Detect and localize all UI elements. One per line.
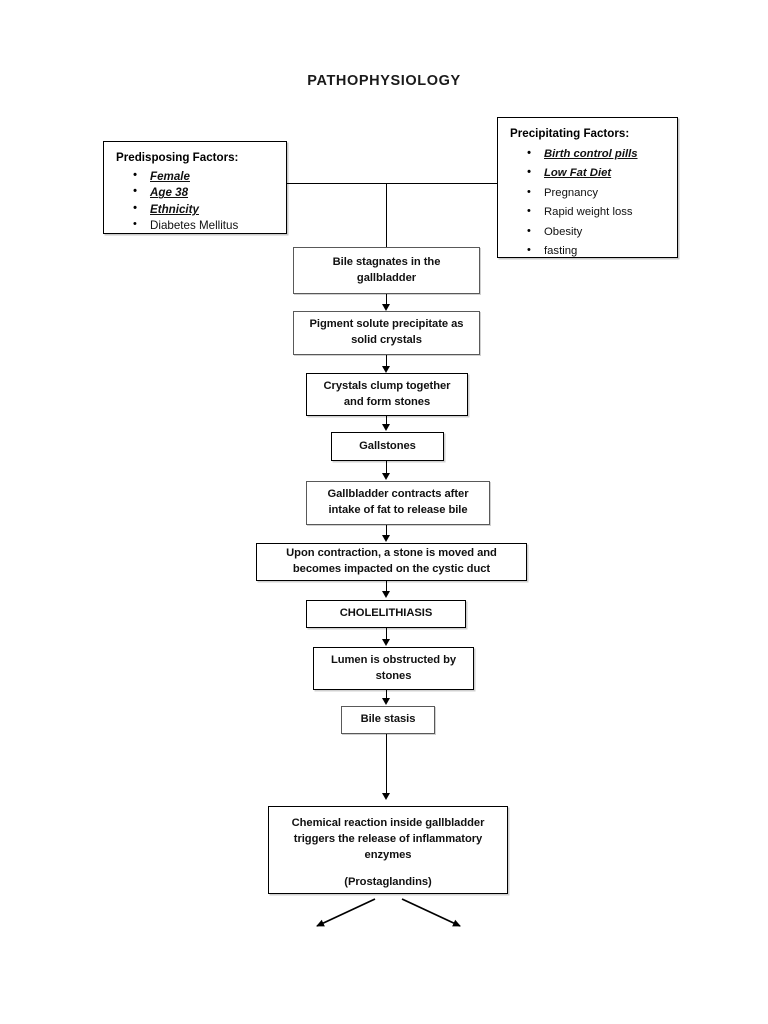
precipitating-factors-box: Precipitating Factors: Birth control pil… <box>497 117 678 260</box>
predisposing-factors-box: Predisposing Factors: Female Age 38 Ethn… <box>103 141 287 234</box>
flow-box-line: solid crystals <box>351 334 422 346</box>
arrowhead-2 <box>382 366 390 373</box>
flow-box-chemical-reaction: Chemical reaction inside gallbladder tri… <box>268 806 508 894</box>
predisposing-factors-list: Female Age 38 Ethnicity Diabetes Mellitu… <box>116 168 276 235</box>
flow-box-pigment-solute: Pigment solute precipitate as solid crys… <box>293 311 480 355</box>
precipitating-factors-title: Precipitating Factors: <box>510 127 630 140</box>
flow-box-line: Bile stagnates in the <box>332 255 441 268</box>
page-title: PATHOPHYSIOLOGY <box>307 73 461 89</box>
list-item: Age 38 <box>116 184 276 201</box>
flow-box-line: Chemical reaction inside gallbladder <box>291 817 485 829</box>
connector-6 <box>386 581 387 594</box>
list-item: Birth control pills <box>510 144 667 164</box>
list-item: Pregnancy <box>510 183 667 203</box>
arrowhead-7 <box>382 639 390 646</box>
list-item: Diabetes Mellitus <box>116 217 276 234</box>
arrowhead-1 <box>382 304 390 311</box>
arrowhead-6 <box>382 591 390 598</box>
flow-box-gallstones: Gallstones <box>331 432 444 461</box>
flow-box-line-prostaglandins: (Prostaglandins) <box>344 875 432 888</box>
flow-box-line: Gallbladder contracts after <box>327 488 469 501</box>
list-item: Ethnicity <box>116 201 276 218</box>
flow-box-bile-stagnates: Bile stagnates in the gallbladder <box>293 247 480 294</box>
arrowhead-5 <box>382 535 390 542</box>
predisposing-factors-title: Predisposing Factors: <box>116 151 239 164</box>
connector-2 <box>386 355 387 369</box>
list-item: fasting <box>510 241 667 261</box>
branch-arrow-right <box>401 898 461 927</box>
connector-5 <box>386 525 387 538</box>
flow-box-line: and form stones <box>343 395 431 408</box>
flow-box-stone-impacted: Upon contraction, a stone is moved and b… <box>256 543 527 581</box>
flow-box-lumen-obstructed: Lumen is obstructed by stones <box>313 647 474 690</box>
flow-box-bile-stasis: Bile stasis <box>341 706 435 734</box>
connector-4 <box>386 461 387 476</box>
connector-factors-horizontal <box>287 183 497 184</box>
list-item: Rapid weight loss <box>510 202 667 222</box>
precipitating-factors-list: Birth control pills Low Fat Diet Pregnan… <box>510 144 667 262</box>
flow-box-line: triggers the release of inflammatory <box>293 832 483 845</box>
flow-box-line: Upon contraction, a stone is moved and <box>286 547 497 560</box>
flow-box-line: stones <box>375 669 412 682</box>
arrowhead-4 <box>382 473 390 480</box>
connector-8 <box>386 690 387 701</box>
flow-box-cholelithiasis: CHOLELITHIASIS <box>306 600 466 628</box>
connector-7 <box>386 628 387 642</box>
branch-arrows <box>316 898 461 927</box>
flow-box-line: becomes impacted on the cystic duct <box>292 563 491 575</box>
flow-box-line: Gallstones <box>359 439 416 452</box>
list-item: Obesity <box>510 222 667 242</box>
connector-factors-drop <box>386 183 387 247</box>
flow-box-line: enzymes <box>364 848 412 861</box>
connector-1 <box>386 294 387 307</box>
flow-box-line: Crystals clump together <box>323 379 451 392</box>
flow-box-line: Lumen is obstructed by <box>330 653 457 666</box>
flow-box-crystals-clump: Crystals clump together and form stones <box>306 373 468 416</box>
flow-box-line: intake of fat to release bile <box>328 504 468 516</box>
list-item: Female <box>116 168 276 185</box>
flow-box-line: gallbladder <box>356 271 417 284</box>
flow-box-line: CHOLELITHIASIS <box>339 607 433 620</box>
arrowhead-9 <box>382 793 390 800</box>
arrowhead-3 <box>382 424 390 431</box>
flow-box-line: Pigment solute precipitate as <box>309 318 464 331</box>
arrowhead-8 <box>382 698 390 705</box>
list-item: Low Fat Diet <box>510 163 667 183</box>
connector-9 <box>386 734 387 796</box>
flow-box-gallbladder-contracts: Gallbladder contracts after intake of fa… <box>306 481 490 525</box>
connector-3 <box>386 416 387 427</box>
flow-box-line: Bile stasis <box>360 713 416 726</box>
branch-arrow-left <box>316 898 376 927</box>
